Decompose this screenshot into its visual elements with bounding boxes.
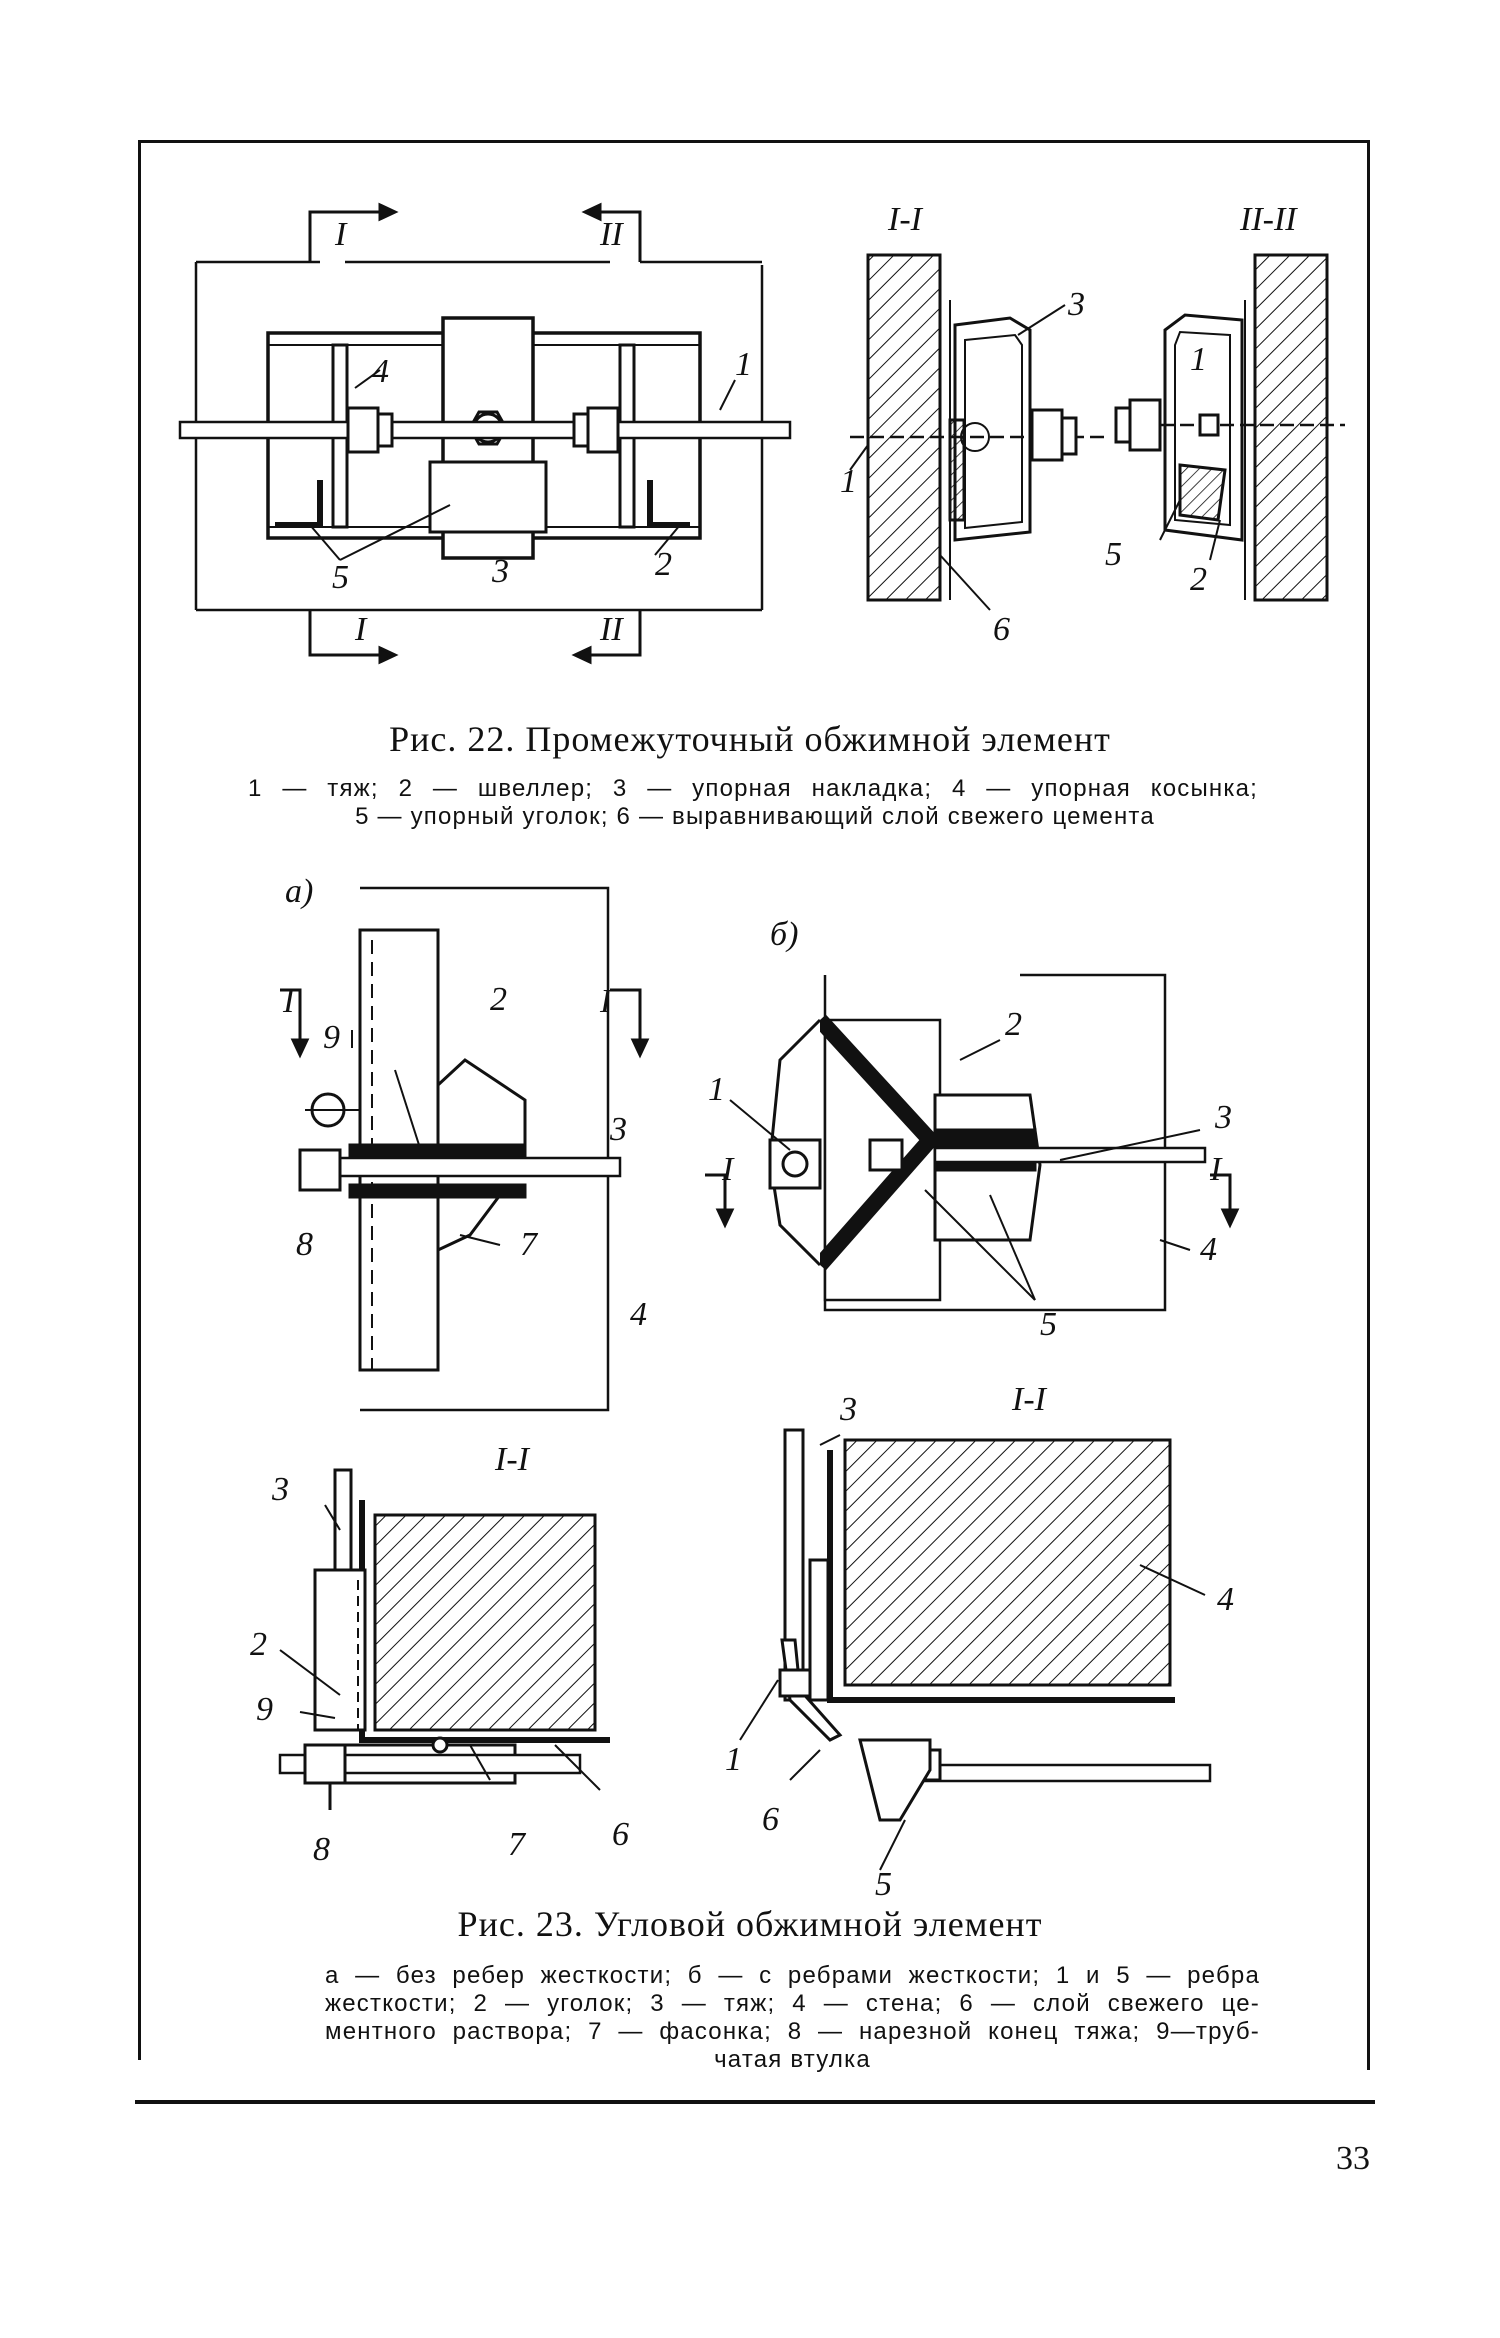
fig23b-s-label-4: 4 — [1217, 1581, 1234, 1618]
page-frame-top — [138, 140, 1370, 143]
fig23b-s-label-3: 3 — [839, 1391, 857, 1428]
fig23b-plan — [705, 973, 1240, 1312]
fig22-cut-ii-bottom: II — [599, 611, 624, 648]
fig23b-label-4: 4 — [1200, 1231, 1217, 1268]
fig22-cut-ii-top: II — [599, 216, 624, 253]
fig23a-s-label-2: 2 — [250, 1626, 267, 1663]
fig23b-label-5: 5 — [1040, 1306, 1057, 1343]
fig23a-label-4: 4 — [630, 1296, 647, 1333]
fig23a-label-2: 2 — [490, 981, 507, 1018]
fig22-s1-label-1: 1 — [840, 463, 857, 500]
fig22-label-3: 3 — [491, 553, 509, 590]
fig22-section-i-i-labels: I-I 3 1 6 — [840, 201, 1085, 648]
fig23a-s-label-8: 8 — [313, 1831, 330, 1868]
fig22-plan-view — [178, 202, 792, 665]
fig22-s2-label-1: 1 — [1190, 341, 1207, 378]
fig22-section-ii-ii-labels: II-II 1 5 2 — [1105, 201, 1298, 598]
fig23a-s-label-7: 7 — [508, 1826, 527, 1863]
fig23b-cut-i-right: I — [1209, 1151, 1223, 1188]
fig23-legend-line3: ментного раствора; 7 — фасонка; 8 — наре… — [325, 2018, 1260, 2045]
fig22-label-4: 4 — [372, 353, 389, 390]
fig23b-s-label-1: 1 — [725, 1741, 742, 1778]
fig23-legend-line1: а — без ребер жесткости; б — с ребрами ж… — [325, 1962, 1260, 1989]
fig23b-cut-i-left: I — [721, 1151, 735, 1188]
fig22-section-ii-ii — [1114, 253, 1345, 602]
fig22-label-1: 1 — [735, 346, 752, 383]
fig23b-label-3: 3 — [1214, 1099, 1232, 1136]
fig22-section-2-title: II-II — [1239, 201, 1298, 238]
fig23a-label-3: 3 — [609, 1111, 627, 1148]
page-frame-left — [138, 140, 141, 2060]
fig23a-s-label-9: 9 — [256, 1691, 273, 1728]
fig22-legend-line2: 5 — упорный уголок; 6 — выравнивающий сл… — [355, 803, 1155, 830]
fig22-cut-i-bottom: I — [354, 611, 368, 648]
fig23a-labels: а) 2 9 3 8 7 4 I I — [282, 873, 647, 1333]
fig22-cut-i-top: I — [334, 216, 348, 253]
fig23-legend-line4: чатая втулка — [714, 2046, 871, 2073]
fig23b-s-label-6: 6 — [762, 1801, 779, 1838]
fig22-s1-label-6: 6 — [993, 611, 1010, 648]
fig23a-cut-i-left: I — [282, 983, 296, 1020]
fig23a-section — [278, 1468, 610, 1810]
page-number: 33 — [1336, 2140, 1370, 2177]
fig22-s1-label-3: 3 — [1067, 286, 1085, 323]
page-frame-right — [1367, 140, 1370, 2070]
fig22-label-2: 2 — [655, 546, 672, 583]
fig23a-s-label-6: 6 — [612, 1816, 629, 1853]
fig23a-s-label-3: 3 — [271, 1471, 289, 1508]
fig22-s2-label-5: 5 — [1105, 536, 1122, 573]
fig23a-section-title: I-I — [494, 1441, 531, 1478]
fig23-legend-line2: жесткости; 2 — уголок; 3 — тяж; 4 — стен… — [325, 1990, 1260, 2017]
fig23a-label-7: 7 — [520, 1226, 539, 1263]
fig22-s2-label-2: 2 — [1190, 561, 1207, 598]
fig22-section-i-i — [849, 253, 1105, 611]
fig23a-label-9: 9 — [323, 1019, 340, 1056]
fig23-part-a: а) — [285, 873, 313, 910]
page-frame-bottom — [135, 2100, 1375, 2104]
fig23b-label-2: 2 — [1005, 1006, 1022, 1043]
fig23a-elevation — [280, 886, 650, 1412]
fig23-part-b: б) — [770, 916, 798, 953]
fig23b-labels: б) 2 1 3 4 5 I I — [708, 916, 1232, 1343]
fig22-label-5: 5 — [332, 559, 349, 596]
fig22-legend-line1: 1 — тяж; 2 — швеллер; 3 — упорная наклад… — [248, 775, 1258, 802]
fig22-plan-labels: 4 1 5 3 2 I II I II — [332, 216, 752, 648]
fig23b-section-title: I-I — [1011, 1381, 1048, 1418]
fig23b-section-labels: I-I 3 4 1 6 5 — [725, 1381, 1234, 1903]
fig22-section-1-title: I-I — [887, 201, 924, 238]
fig23b-section — [739, 1428, 1212, 1871]
fig23a-cut-i-right: I — [599, 983, 613, 1020]
fig23a-section-labels: I-I 3 2 9 8 7 6 — [250, 1441, 629, 1868]
fig23-caption: Рис. 23. Угловой обжимной элемент — [457, 1904, 1043, 1944]
fig22-caption: Рис. 22. Промежуточный обжимной элемент — [389, 719, 1111, 759]
fig23b-label-1: 1 — [708, 1071, 725, 1108]
fig23b-s-label-5: 5 — [875, 1866, 892, 1903]
fig23a-label-8: 8 — [296, 1226, 313, 1263]
